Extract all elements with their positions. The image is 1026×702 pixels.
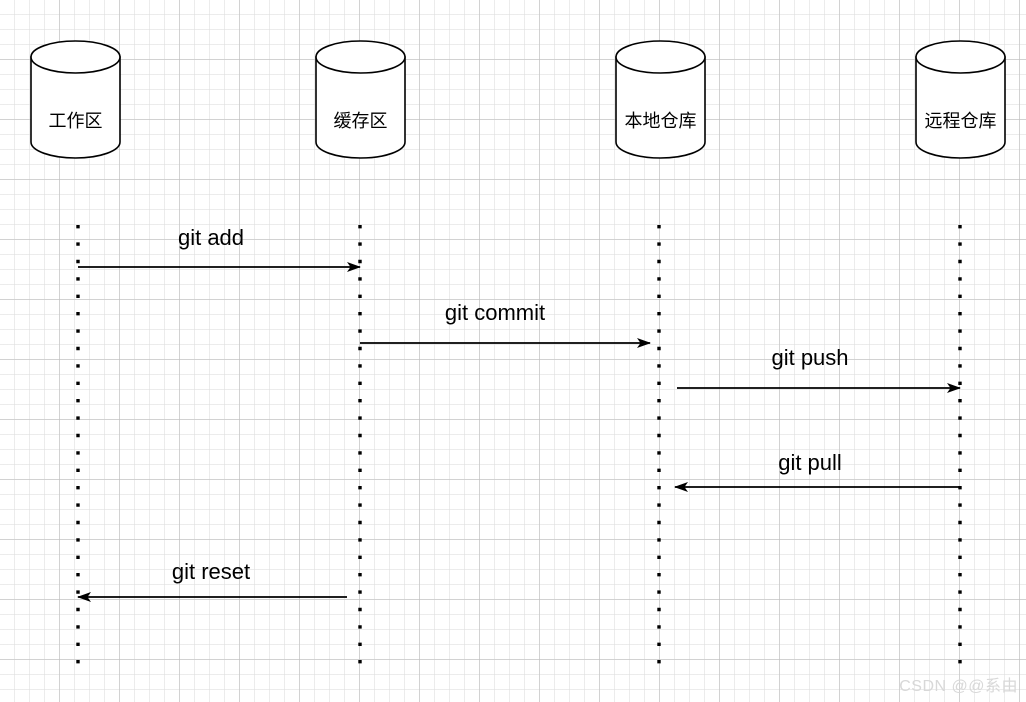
cylinder-body <box>30 56 121 159</box>
message-label-git-pull: git pull <box>778 450 842 475</box>
participant-label-local-repo: 本地仓库 <box>624 111 697 131</box>
participant-label-workspace: 工作区 <box>48 111 103 131</box>
csdn-watermark: CSDN @@系由 <box>899 678 1018 695</box>
cylinder-body <box>915 56 1006 159</box>
participant-remote-repo[interactable] <box>915 40 1006 159</box>
message-label-git-commit: git commit <box>444 300 546 325</box>
message-label-git-reset: git reset <box>171 559 251 584</box>
cylinder-top <box>615 40 706 74</box>
participant-label-remote-repo: 远程仓库 <box>924 111 997 131</box>
participant-workspace[interactable] <box>30 40 121 159</box>
message-label-git-push: git push <box>771 345 849 370</box>
participant-local-repo[interactable] <box>615 40 706 159</box>
cylinder-top <box>315 40 406 74</box>
participant-staging[interactable] <box>315 40 406 159</box>
participant-label-staging: 缓存区 <box>333 111 388 131</box>
cylinder-body <box>315 56 406 159</box>
cylinder-body <box>615 56 706 159</box>
message-label-git-add: git add <box>177 225 245 250</box>
cylinder-top <box>30 40 121 74</box>
cylinder-top <box>915 40 1006 74</box>
